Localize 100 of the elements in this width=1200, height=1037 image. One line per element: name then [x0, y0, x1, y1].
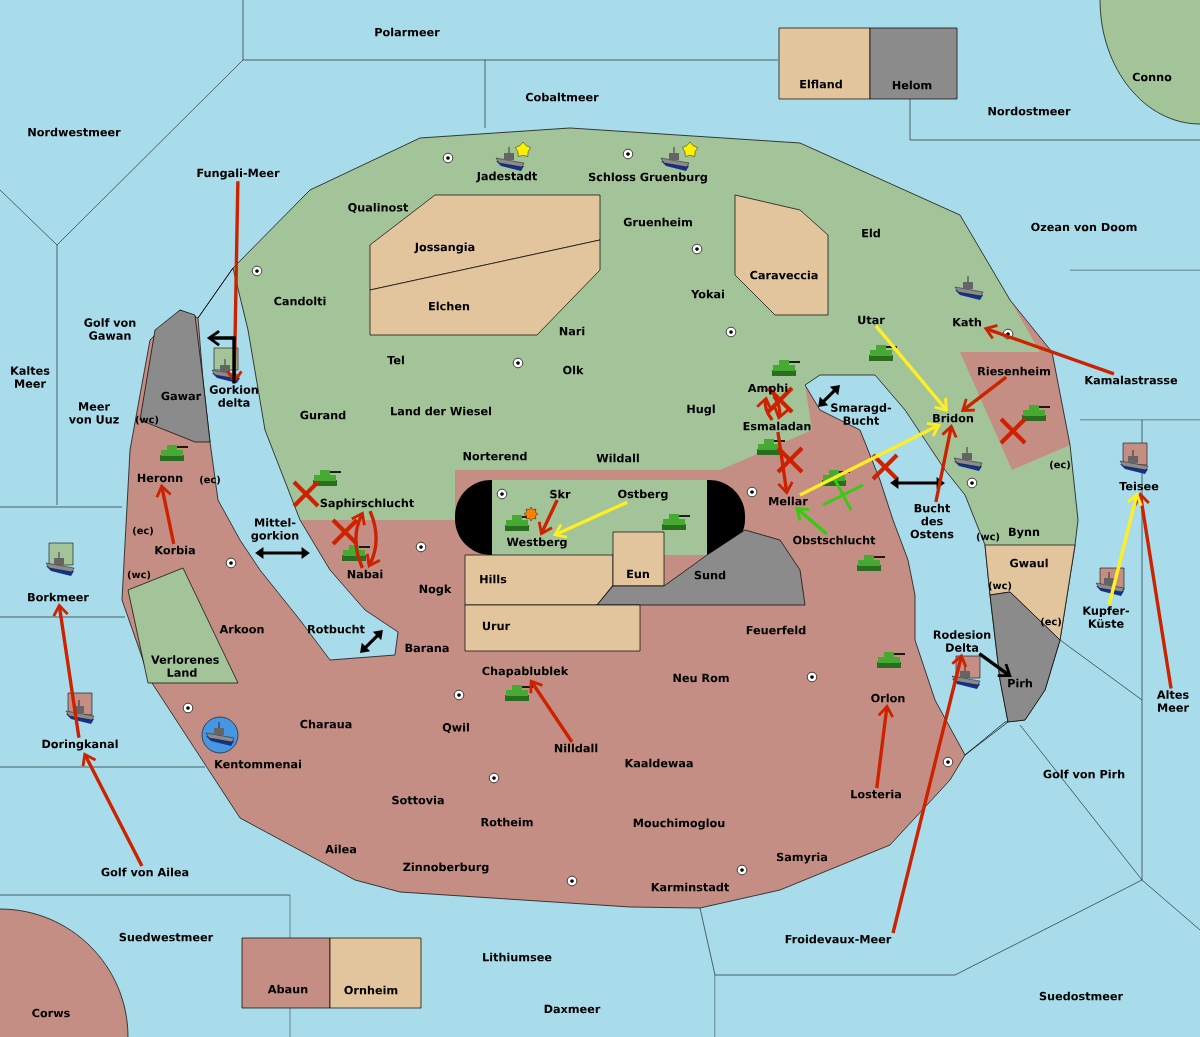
territory-label: Cobaltmeer	[525, 92, 599, 102]
order-arrow	[772, 395, 789, 420]
order-arrow	[756, 396, 774, 421]
territory-label: Suedostmeer	[1039, 991, 1123, 1001]
territory-label: Qwil	[442, 722, 469, 734]
territory-label: Schloss Gruenburg	[588, 172, 707, 184]
territory-label: Chapablublek	[482, 666, 569, 678]
territory-label: Nogk	[419, 584, 452, 596]
territory-label: Kaltes Meer	[11, 366, 50, 388]
order-arrow	[552, 500, 628, 539]
territory-label: Charaua	[300, 719, 352, 729]
order-arrow	[983, 323, 1115, 376]
territory-label: Nilldall	[554, 743, 598, 753]
coast-label: (wc)	[976, 532, 1000, 542]
order-arrow	[52, 603, 81, 739]
territory-label: Karminstadt	[651, 882, 729, 892]
territory-label: Ailea	[325, 844, 356, 854]
territory-label: Candolti	[274, 296, 326, 306]
order-arrow	[81, 752, 144, 867]
territory-label: Gorkion delta	[209, 385, 258, 407]
territory-label: Hugl	[687, 404, 715, 416]
territory-label: Tel	[387, 355, 404, 365]
coast-label: (ec)	[200, 475, 220, 485]
territory-label: Gurand	[300, 410, 346, 420]
order-arrow	[795, 507, 828, 536]
territory-label: Polarmeer	[375, 27, 440, 37]
order-arrow	[799, 421, 941, 497]
territory: Ornheim	[329, 937, 422, 1009]
territory-label: Kentommenai	[215, 759, 301, 769]
territory-label: Golf von Gawan	[84, 318, 136, 340]
order-arrow	[776, 431, 794, 495]
order-arrow	[206, 329, 236, 384]
territory-label: Bridon	[933, 413, 973, 423]
territory-label: Teisee	[1119, 481, 1159, 491]
territory-label: Nabai	[347, 569, 383, 579]
territory-label: Rotbucht	[308, 624, 365, 634]
order-arrow	[155, 483, 176, 545]
territory: Abaun	[241, 937, 331, 1009]
territory-label: Kamalastrasse	[1085, 375, 1178, 385]
territory-label: Jadestadt	[476, 171, 537, 183]
territory-label: Neu Rom	[673, 673, 729, 683]
territory-label: Nari	[559, 326, 585, 336]
territory-label: Norterend	[463, 451, 527, 461]
territory: Helom	[869, 27, 958, 100]
order-arrow	[365, 510, 381, 568]
territory: Conno	[1099, 0, 1200, 125]
order-arrow	[875, 704, 894, 789]
coast-label: (ec)	[1041, 617, 1061, 627]
territory-label: Skr	[550, 489, 571, 499]
territory-label: Samyria	[776, 852, 827, 864]
territory-label: Eld	[862, 228, 880, 238]
territory-label: Amphi	[747, 383, 788, 395]
territory-label: Froidevaux-Meer	[785, 934, 892, 944]
territory: Eun	[612, 531, 665, 587]
order-arrow	[874, 324, 948, 412]
territory-label: Gruenheim	[623, 217, 692, 227]
territory: Elfland	[778, 27, 871, 100]
order-arrow	[960, 375, 1008, 412]
territory-label: Korbia	[155, 545, 195, 555]
territory-label: Golf von Pirh	[1043, 769, 1125, 779]
territory: Caraveccia	[734, 194, 829, 316]
territory-label: Ozean von Doom	[1031, 222, 1137, 232]
territory-label: Sottovia	[392, 795, 444, 805]
territory-label: Altes Meer	[1156, 690, 1189, 712]
territory-label: Daxmeer	[544, 1004, 601, 1014]
territory-label: Borkmeer	[28, 592, 89, 602]
territory-label: Yokai	[691, 289, 724, 299]
territory-label: Bynn	[1009, 527, 1040, 539]
territory-label: Esmaladan	[743, 421, 811, 431]
territory-label: Olk	[563, 365, 584, 375]
coast-label: (ec)	[1050, 460, 1070, 470]
territory-label: Bucht des Ostens	[910, 503, 954, 539]
territory-label: Ostberg	[618, 489, 668, 501]
order-arrow	[891, 653, 968, 934]
territory-label: Mittel-gorkion	[251, 518, 299, 542]
territory-label: Golf von Ailea	[101, 867, 189, 877]
order-arrow	[537, 499, 559, 536]
territory-label: Saphirschlucht	[320, 498, 414, 510]
territory-label: Orlon	[871, 693, 905, 703]
territory-label: Doringkanal	[42, 739, 118, 751]
order-arrow	[529, 679, 574, 743]
territory-label: Kupfer-Küste	[1083, 606, 1130, 628]
order-arrow	[1107, 492, 1143, 605]
territory-label: Wildall	[596, 453, 639, 463]
territory-label: Mouchimoglou	[633, 818, 725, 830]
coast-label: (ec)	[133, 526, 153, 536]
order-arrow	[351, 511, 366, 569]
territory-label: Westberg	[506, 537, 567, 549]
territory-label: Heronn	[137, 473, 183, 483]
territory-label: Smaragd-Bucht	[831, 403, 892, 425]
territory-label: Meer von Uuz	[68, 402, 119, 424]
territory-label: Nordostmeer	[988, 106, 1071, 116]
territory-label: Lithiumsee	[483, 952, 552, 962]
territory-label: Mellar	[769, 496, 808, 506]
territory-label: Zinnoberburg	[403, 862, 489, 874]
order-arrow	[1133, 492, 1173, 689]
coast-label: (wc)	[988, 581, 1012, 591]
territory-label: Losteria	[851, 789, 901, 799]
territory-label: Land der Wiesel	[391, 406, 491, 416]
territory-label: Rotheim	[481, 817, 533, 827]
